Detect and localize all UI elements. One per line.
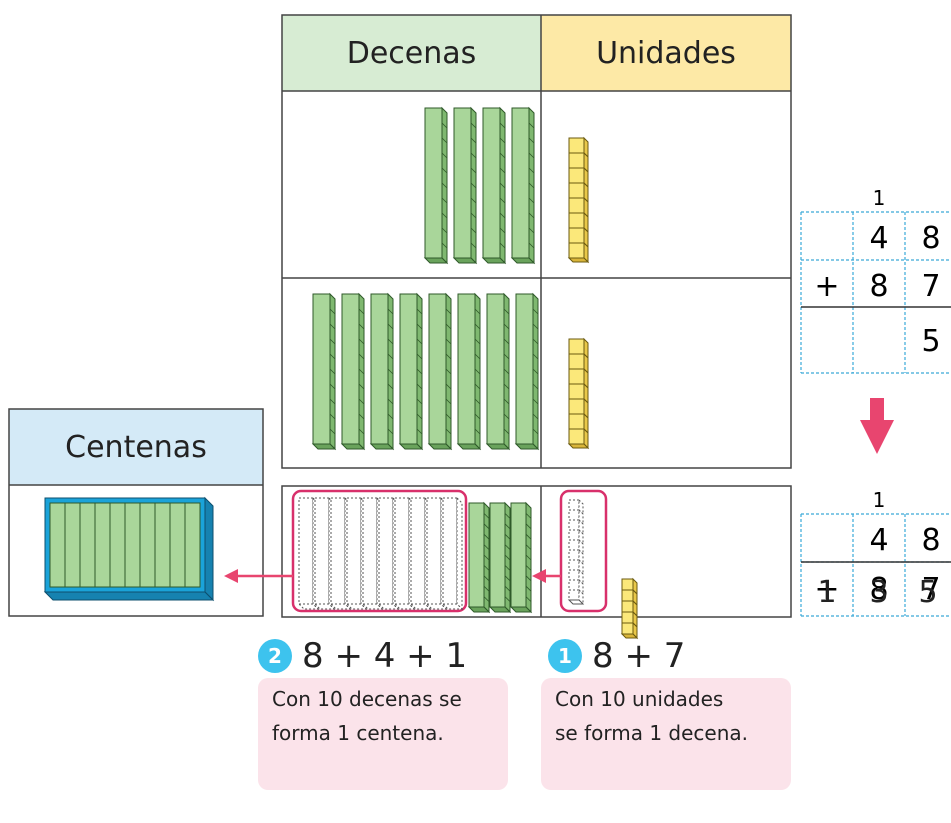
centenas-table [8,408,264,617]
unit-cubes [567,337,590,450]
bot-result-c1: 1 [817,575,837,610]
top-r2-c1: + [814,269,839,304]
bot-r2-c1: + [814,572,839,607]
ten-rod [510,106,536,265]
hundred-flat [43,496,215,602]
step-2-note: Con 10 decenas se forma 1 centena. [258,678,508,790]
step-2: 2 8 + 4 + 1 [258,636,467,676]
unidades-header-bg [541,15,791,91]
bot-r1-c2: 4 [869,523,888,558]
decenas-header-bg [282,15,541,91]
ten-rod [452,106,478,265]
regroup-row [281,485,792,618]
centenas-header-bg [9,409,263,485]
step-1: 1 8 + 7 [548,636,685,676]
step-2-note-line2: forma 1 centena. [272,721,444,745]
ten-rod [509,501,533,614]
ten-rod [427,292,453,451]
header-centenas: Centenas [65,429,207,465]
place-value-table [281,14,792,469]
step-2-expression: 8 + 4 + 1 [302,636,468,676]
top-r1-c2: 4 [869,221,888,256]
dashed-ten-rod [441,496,464,611]
ten-rod [311,292,337,451]
carry-top: 1 [873,186,886,210]
top-r1-c3: 8 [921,221,940,256]
ten-rod [456,292,482,451]
ten-rod [481,106,507,265]
bot-result-c2: 3 [869,575,889,610]
top-r2-c2: 8 [869,269,888,304]
arrow-to-centenas [224,569,293,583]
step-1-expression: 8 + 7 [592,636,686,676]
ten-rod [423,106,449,265]
ten-rod [485,292,511,451]
unit-cubes [567,136,590,264]
step-2-note-line1: Con 10 decenas se [272,687,462,711]
step-1-note-line1: Con 10 unidades [555,687,724,711]
header-decenas: Decenas [346,35,477,71]
header-unidades: Unidades [596,35,736,71]
ten-rod [369,292,395,451]
top-r2-c3: 7 [921,269,940,304]
bot-r2-c3: 7 [921,572,940,607]
carry-bottom: 1 [873,488,886,512]
grouped-units-highlight [559,489,608,613]
bot-result-c3: 5 [918,575,938,610]
step-1-badge: 1 [548,639,582,673]
top-r3-c3: 5 [921,324,940,359]
bottom-result-row: 1 3 5 [801,570,951,616]
down-arrow [860,398,894,454]
bot-r2-c2: 8 [869,572,888,607]
step-1-note: Con 10 unidades se forma 1 decena. [541,678,791,790]
bot-r1-c3: 8 [921,523,940,558]
step-2-badge: 2 [258,639,292,673]
ten-rod [467,501,491,614]
arrow-to-decenas [532,569,561,583]
ten-rod [398,292,424,451]
addition-grid-top [800,211,951,374]
ten-rod [488,501,512,614]
ten-rod [514,292,540,451]
ten-rod [340,292,366,451]
dashed-unit-stack [567,498,585,606]
grouped-tens-highlight [291,489,468,613]
step-1-note-line2: se forma 1 decena. [555,721,748,745]
unit-cubes [620,577,639,640]
